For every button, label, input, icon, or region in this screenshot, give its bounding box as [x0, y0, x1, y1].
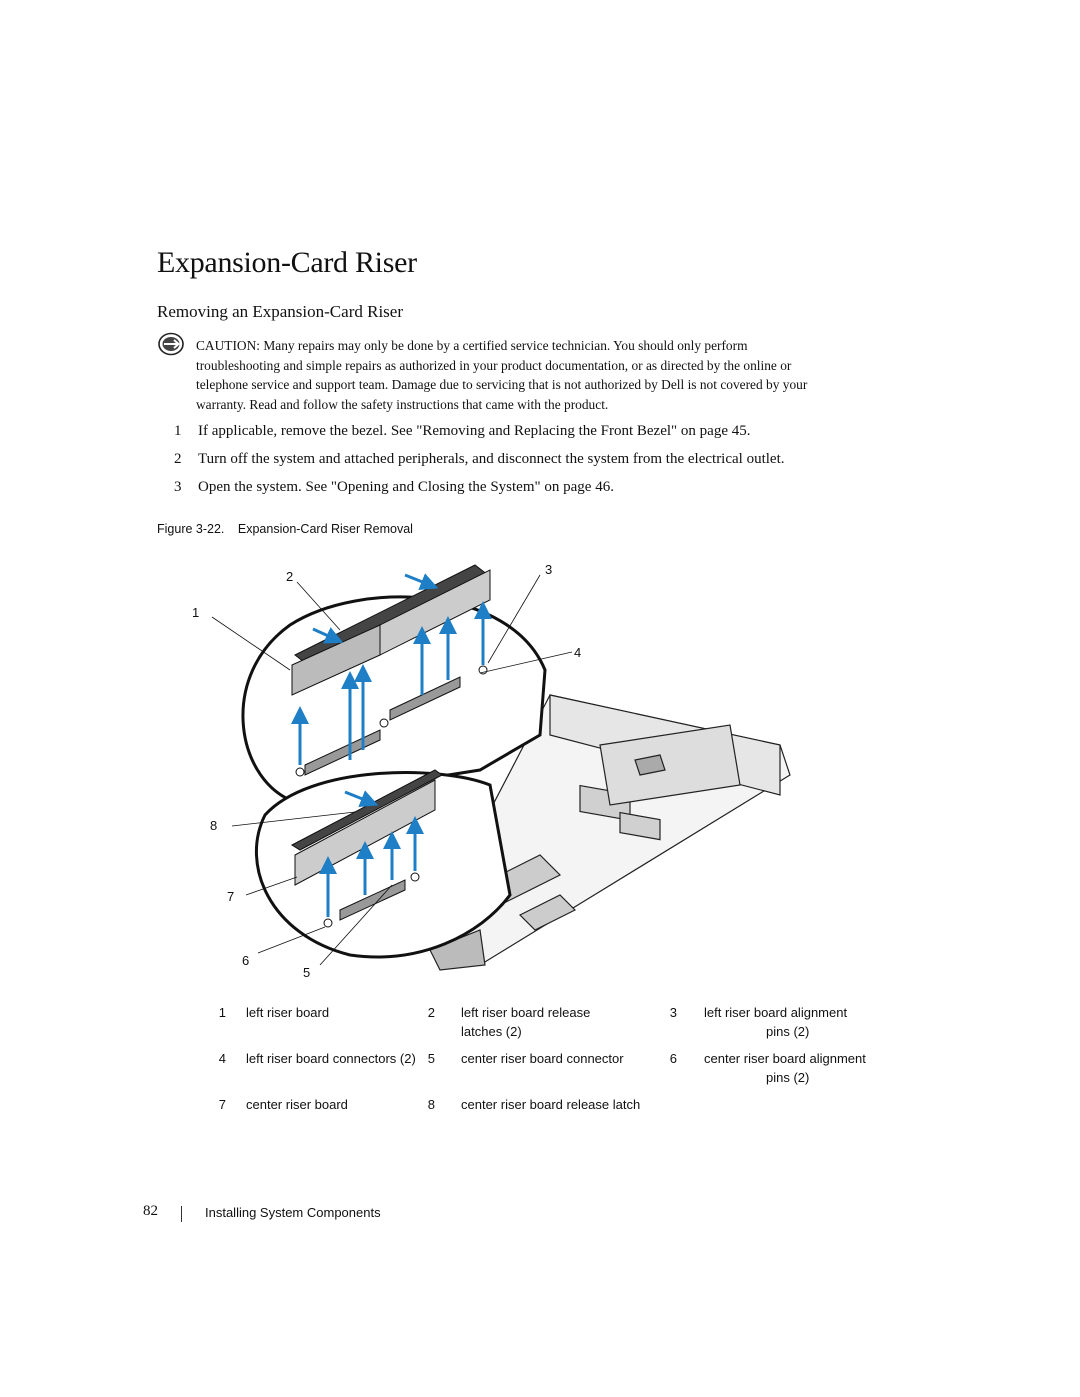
caution-line-4: warranty. Read and follow the safety ins…	[196, 396, 609, 412]
legend-num-3: 3	[669, 1005, 677, 1020]
section-heading: Removing an Expansion-Card Riser	[157, 302, 403, 321]
legend-num-4: 4	[218, 1051, 226, 1066]
callout-1: 1	[192, 605, 199, 620]
callout-2: 2	[286, 569, 293, 584]
callout-6: 6	[242, 953, 249, 968]
page-number: 82	[143, 1203, 158, 1219]
callout-3: 3	[545, 562, 552, 577]
legend-item-4: left riser board connectors (2)	[246, 1051, 416, 1066]
figure-caption: Figure 3-22. Expansion-Card Riser Remova…	[157, 522, 413, 536]
riser-removal-illustration: 1 2 3 4 5 6 7 8	[180, 555, 820, 995]
upper-detail-bubble	[241, 564, 547, 802]
caution-icon	[157, 332, 189, 356]
legend-num-8: 8	[427, 1097, 435, 1112]
legend-item-1: left riser board	[246, 1005, 330, 1020]
figure-label: Figure 3-22.	[157, 522, 225, 536]
caution-line-3: telephone service and support team. Dama…	[196, 377, 808, 392]
caution-line-1: Many repairs may only be done by a certi…	[263, 338, 748, 353]
step-text: Open the system. See "Opening and Closin…	[198, 479, 614, 495]
legend-num-2: 2	[427, 1005, 435, 1020]
caution-label: CAUTION:	[196, 338, 260, 353]
legend-num-1: 1	[218, 1005, 226, 1020]
legend-num-6: 6	[669, 1051, 677, 1066]
legend-num-7: 7	[218, 1097, 226, 1112]
figure-title: Expansion-Card Riser Removal	[237, 522, 413, 536]
caution-line-2: troubleshooting and simple repairs as au…	[196, 357, 792, 373]
legend-item-5: center riser board connector	[461, 1051, 624, 1066]
footer-divider	[181, 1206, 182, 1222]
step-number: 1	[174, 423, 182, 439]
step-number: 3	[174, 479, 182, 495]
step-number: 2	[174, 451, 182, 467]
step-text: Turn off the system and attached periphe…	[198, 451, 785, 467]
step-text: If applicable, remove the bezel. See "Re…	[198, 423, 751, 439]
callout-8: 8	[210, 818, 217, 833]
legend-item-7: center riser board	[246, 1097, 348, 1112]
callout-4: 4	[574, 645, 581, 660]
caution-notice: CAUTION: Many repairs may only be done b…	[196, 336, 926, 414]
callout-7: 7	[227, 889, 234, 904]
legend-item-8: center riser board release latch	[461, 1097, 641, 1112]
callout-5: 5	[303, 965, 310, 980]
lower-detail-bubble	[255, 769, 512, 959]
page-title: Expansion-Card Riser	[157, 246, 417, 279]
footer-section-title: Installing System Components	[205, 1205, 381, 1220]
legend-num-5: 5	[427, 1051, 435, 1066]
